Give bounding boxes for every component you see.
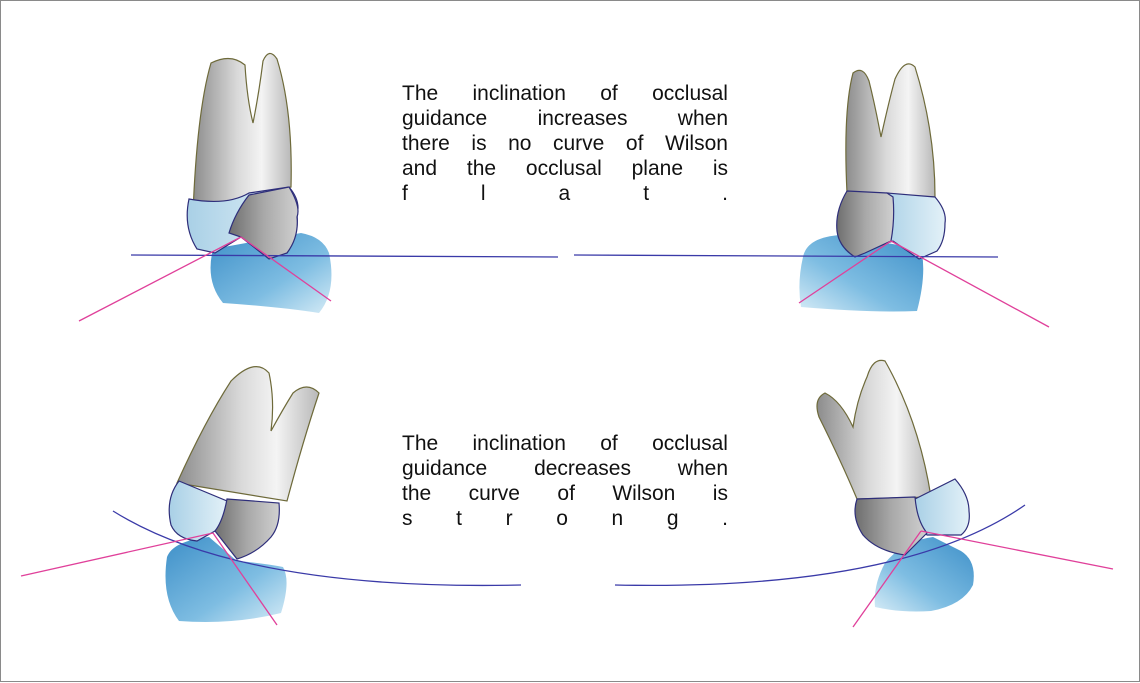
root bbox=[176, 366, 320, 502]
guidance-line bbox=[20, 532, 214, 577]
upper-right-molar-curved bbox=[816, 359, 974, 612]
upper-right-molar-flat bbox=[799, 63, 946, 312]
guidance-line bbox=[798, 240, 892, 304]
wilson-curve-line-left bbox=[112, 510, 522, 587]
guidance-line bbox=[920, 530, 1114, 570]
guidance-line bbox=[212, 532, 278, 626]
crown-gray bbox=[214, 498, 280, 560]
guidance-line bbox=[240, 236, 332, 302]
crown-gray bbox=[836, 190, 895, 258]
lower-tooth-cusp bbox=[874, 537, 974, 612]
upper-left-molar-curved bbox=[165, 366, 320, 622]
occlusal-plane-line-right bbox=[573, 254, 999, 258]
crown-gray bbox=[854, 496, 928, 556]
lower-tooth-cusp bbox=[799, 235, 924, 312]
upper-left-molar-flat bbox=[186, 52, 332, 313]
lower-tooth-cusp bbox=[165, 537, 287, 622]
lower-tooth-cusp bbox=[210, 233, 332, 313]
occlusal-plane-line-left bbox=[130, 254, 559, 258]
root bbox=[816, 359, 932, 500]
guidance-line bbox=[78, 236, 242, 322]
guidance-line bbox=[852, 530, 922, 628]
wilson-curve-line-right bbox=[614, 504, 1026, 587]
root bbox=[192, 52, 292, 214]
root bbox=[845, 63, 936, 198]
guidance-line bbox=[890, 240, 1050, 328]
